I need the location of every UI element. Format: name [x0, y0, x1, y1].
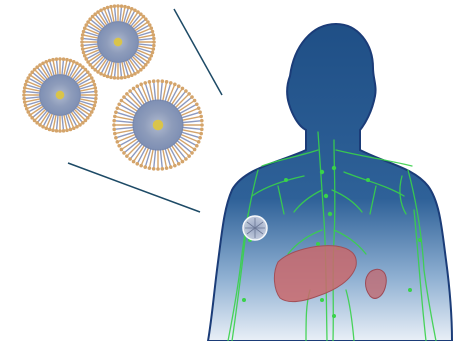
virus-particle-left	[22, 57, 98, 133]
callout-line-top	[174, 9, 222, 95]
virus-particles	[22, 4, 204, 171]
virus-particle-right	[112, 79, 204, 171]
human-body-silhouette	[208, 24, 452, 341]
virus-particle-top	[80, 4, 156, 80]
infected-lymph-node	[243, 216, 267, 240]
callout-line-bottom	[68, 163, 200, 212]
